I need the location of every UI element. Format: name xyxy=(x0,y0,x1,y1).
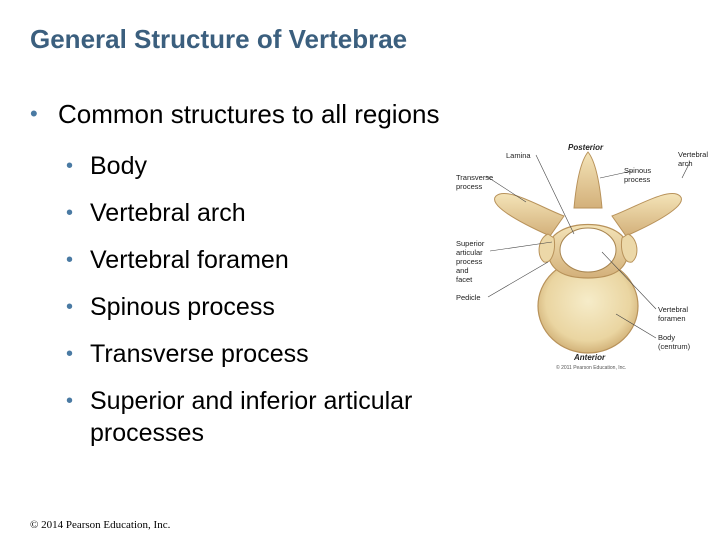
label-transverse-1: Transverse xyxy=(456,173,493,182)
sub-bullet-vertebral-foramen: • Vertebral foramen xyxy=(30,244,450,276)
main-bullet: • Common structures to all regions xyxy=(30,96,450,132)
label-superior-3: process xyxy=(456,257,483,266)
sub-bullet-text: Spinous process xyxy=(90,293,275,321)
figure-copyright: © 2011 Pearson Education, Inc. xyxy=(556,364,626,371)
label-spinous-1: Spinous xyxy=(624,166,651,175)
main-bullet-text: Common structures to all regions xyxy=(58,99,440,129)
right-transverse-process-shape xyxy=(611,193,682,237)
label-foramen-1: Vertebral xyxy=(658,305,688,314)
label-pedicle: Pedicle xyxy=(456,293,481,302)
vertebra-illustration: Posterior Anterior Lamina Transverse pro… xyxy=(456,143,708,371)
slide-copyright: © 2014 Pearson Education, Inc. xyxy=(30,519,171,531)
label-superior-5: facet xyxy=(456,275,473,284)
sub-bullet-text: Transverse process xyxy=(90,340,309,368)
sub-bullet-text: Superior and inferior articular processe… xyxy=(90,387,413,447)
sub-bullet-vertebral-arch: • Vertebral arch xyxy=(30,197,450,229)
right-articular-process-shape xyxy=(621,233,638,263)
label-posterior: Posterior xyxy=(568,143,604,152)
label-body-1: Body xyxy=(658,333,675,342)
bullet-dot: • xyxy=(66,155,74,177)
label-lamina: Lamina xyxy=(506,151,531,160)
label-superior-4: and xyxy=(456,266,469,275)
label-anterior: Anterior xyxy=(573,353,606,362)
label-spinous-2: process xyxy=(624,175,651,184)
sub-bullet-text: Vertebral arch xyxy=(90,199,246,227)
vertebra-figure: Posterior Anterior Lamina Transverse pro… xyxy=(452,138,720,378)
sub-bullet-body: • Body xyxy=(30,150,450,182)
bullet-dot: • xyxy=(66,390,74,412)
label-body-2: (centrum) xyxy=(658,342,691,351)
sub-bullet-transverse-process: • Transverse process xyxy=(30,338,450,370)
bullet-list: • Common structures to all regions • Bod… xyxy=(30,96,450,464)
label-transverse-2: process xyxy=(456,182,483,191)
left-articular-process-shape xyxy=(538,233,555,263)
bullet-dot: • xyxy=(66,343,74,365)
label-superior-1: Superior xyxy=(456,239,485,248)
label-arch-2: arch xyxy=(678,159,693,168)
sub-bullet-text: Body xyxy=(90,152,147,180)
label-foramen-2: foramen xyxy=(658,314,686,323)
sub-bullet-spinous-process: • Spinous process xyxy=(30,291,450,323)
vertebral-foramen-shape xyxy=(559,227,617,273)
label-arch-1: Vertebral xyxy=(678,150,708,159)
bullet-dot: • xyxy=(30,101,38,126)
bullet-dot: • xyxy=(66,249,74,271)
bullet-dot: • xyxy=(66,202,74,224)
bullet-dot: • xyxy=(66,296,74,318)
spinous-process-shape xyxy=(573,151,603,209)
label-superior-2: articular xyxy=(456,248,483,257)
slide-title: General Structure of Vertebrae xyxy=(30,24,408,54)
sub-bullet-articular-processes: • Superior and inferior articular proces… xyxy=(30,385,450,449)
sub-bullet-text: Vertebral foramen xyxy=(90,246,289,274)
left-transverse-process-shape xyxy=(494,193,565,237)
